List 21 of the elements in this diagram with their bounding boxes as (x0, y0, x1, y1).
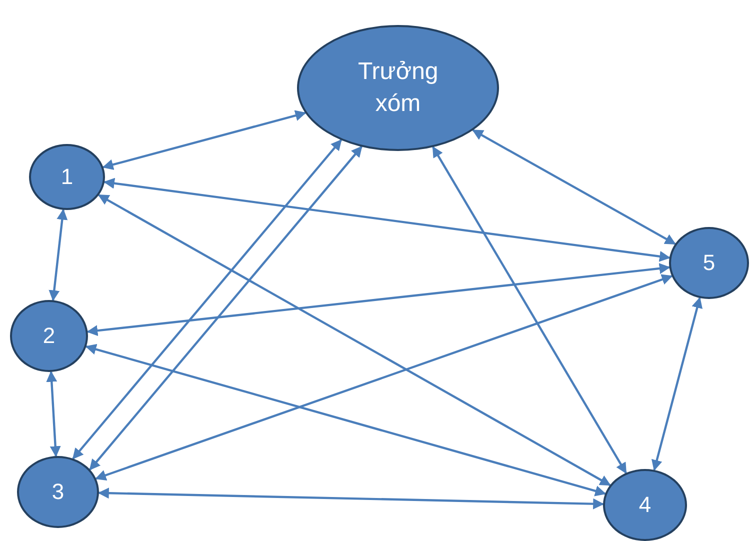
double-arrow (472, 129, 676, 245)
double-arrow (48, 208, 68, 302)
double-arrow (103, 178, 671, 262)
double-arrow (98, 488, 604, 510)
node-label: 1 (60, 163, 74, 192)
double-arrow (46, 370, 61, 458)
node-label: Trưởng xóm (358, 56, 438, 119)
double-arrow (85, 344, 606, 496)
node-label: 4 (638, 491, 652, 520)
node-label: 3 (52, 478, 64, 506)
double-arrow (72, 139, 342, 460)
double-arrow (652, 296, 703, 471)
double-arrow (86, 263, 670, 336)
double-arrow (95, 274, 673, 481)
double-arrow (432, 146, 627, 474)
node-label: 2 (42, 322, 56, 350)
node-label: 5 (702, 249, 716, 278)
double-arrow (89, 146, 362, 470)
double-arrow (98, 194, 611, 486)
double-arrow (102, 110, 306, 170)
node-ellipse (603, 469, 687, 541)
